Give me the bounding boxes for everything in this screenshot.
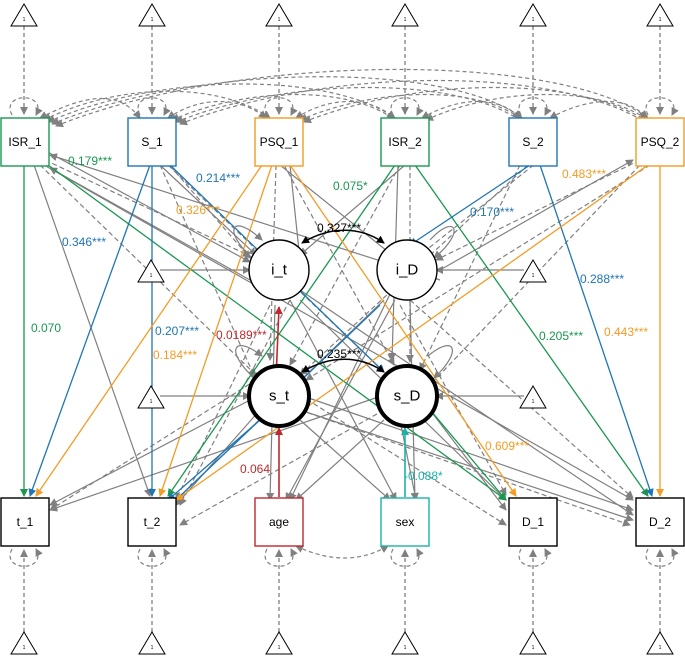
coef-s2-d2: 0.288*** (580, 272, 624, 286)
svg-text:S_2: S_2 (522, 135, 544, 149)
covariance-st-sd (301, 358, 385, 373)
node-sex: sex (380, 497, 430, 547)
coef-isr2-it: 0.075* (333, 179, 368, 193)
coef-s1-t2: 0.207*** (155, 324, 199, 338)
coef-sex-sd: -0.088* (404, 469, 443, 483)
triangle-top-1: 1 (10, 3, 38, 27)
intercept-edges-bottom (20, 549, 664, 632)
svg-text:1: 1 (23, 17, 26, 23)
coef-psq1-t2: 0.184*** (153, 348, 197, 362)
coef-psq1-it: 0.326*** (176, 203, 220, 217)
node-d1: D_1 (508, 497, 558, 547)
triangle-top-3: 1 (265, 3, 293, 27)
covariance-age-sex (295, 545, 389, 559)
svg-text:1: 1 (659, 17, 662, 23)
svg-text:PSQ_1: PSQ_1 (260, 135, 299, 149)
node-i-d: i_D (376, 239, 438, 301)
svg-text:PSQ_2: PSQ_2 (641, 135, 680, 149)
svg-text:1: 1 (532, 399, 535, 405)
triangle-bottom-3: 1 (265, 631, 293, 655)
triangle-bottom-5: 1 (519, 631, 547, 655)
node-t2: t_2 (127, 497, 177, 547)
triangle-mid-left-1: 1 (137, 259, 165, 283)
node-s-t: s_t (247, 364, 311, 428)
svg-text:s_D: s_D (394, 388, 421, 405)
node-age: age (254, 497, 304, 547)
svg-text:1: 1 (151, 645, 154, 651)
node-d2: D_2 (635, 497, 685, 547)
svg-text:1: 1 (150, 399, 153, 405)
svg-text:sex: sex (396, 515, 415, 529)
node-s-d: s_D (375, 364, 439, 428)
svg-text:1: 1 (532, 273, 535, 279)
triangle-top-4: 1 (391, 3, 419, 27)
triangle-bottom-1: 1 (10, 631, 38, 655)
svg-text:age: age (269, 515, 289, 529)
svg-text:1: 1 (23, 645, 26, 651)
covariance-it-id (301, 229, 385, 244)
svg-text:t_2: t_2 (144, 515, 161, 529)
latent-variance-loops (233, 225, 455, 379)
node-i-t: i_t (248, 239, 310, 301)
triangle-mid-left-2: 1 (137, 385, 165, 409)
coef-s1-it: 0.214*** (196, 171, 240, 185)
orange-paths (35, 164, 664, 501)
svg-text:1: 1 (278, 17, 281, 23)
coef-s2-id: 0.170*** (470, 205, 514, 219)
triangle-bottom-4: 1 (391, 631, 419, 655)
intercept-edges-top (20, 26, 664, 115)
triangle-mid-right-1: 1 (519, 259, 547, 283)
svg-text:s_t: s_t (269, 388, 290, 405)
svg-text:1: 1 (404, 17, 407, 23)
svg-text:t_1: t_1 (17, 515, 34, 529)
triangle-top-6: 1 (646, 3, 674, 27)
svg-text:1: 1 (532, 17, 535, 23)
triangle-bottom-6: 1 (646, 631, 674, 655)
gray-paths (33, 149, 634, 522)
svg-text:ISR_1: ISR_1 (8, 135, 42, 149)
coef-psq2-d1: 0.443*** (604, 325, 648, 339)
node-s2: S_2 (508, 117, 558, 167)
coef-isr1-it: 0.179*** (68, 154, 112, 168)
triangle-bottom-2: 1 (138, 631, 166, 655)
svg-text:i_t: i_t (271, 262, 288, 279)
node-psq2: PSQ_2 (635, 117, 685, 167)
svg-text:D_1: D_1 (522, 515, 544, 529)
coef-s1-t1: 0.346*** (62, 235, 106, 249)
coef-isr2-d2: 0.205*** (539, 329, 583, 343)
coef-st-sd: 0.235*** (317, 347, 361, 361)
svg-text:1: 1 (278, 645, 281, 651)
coef-age-st: 0.064 (240, 462, 270, 476)
svg-text:S_1: S_1 (141, 135, 163, 149)
triangle-top-2: 1 (138, 3, 166, 27)
node-isr2: ISR_2 (380, 117, 430, 167)
coef-psq2-d2: 0.483*** (562, 167, 606, 181)
svg-text:D_2: D_2 (649, 515, 671, 529)
triangle-top-5: 1 (519, 3, 547, 27)
green-paths (20, 161, 649, 501)
coef-isr1-t1: 0.070 (31, 321, 61, 335)
svg-text:1: 1 (151, 17, 154, 23)
svg-text:i_D: i_D (396, 262, 419, 279)
svg-text:1: 1 (404, 645, 407, 651)
coef-sd-d1: 0.609*** (485, 439, 529, 453)
svg-text:1: 1 (532, 645, 535, 651)
svg-text:1: 1 (659, 645, 662, 651)
node-s1: S_1 (127, 117, 177, 167)
node-isr1: ISR_1 (0, 117, 50, 167)
coef-age-it: 0.0189*** (216, 328, 267, 342)
svg-text:1: 1 (150, 273, 153, 279)
node-t1: t_1 (0, 497, 50, 547)
node-psq1: PSQ_1 (254, 117, 304, 167)
intercept-triangles: 1 1 1 1 1 1 1 1 1 1 1 1 1 1 1 1 (10, 3, 674, 655)
covariance-arcs-top (39, 68, 649, 128)
coef-it-id: 0.327*** (317, 221, 361, 235)
triangle-mid-right-2: 1 (519, 385, 547, 409)
svg-text:ISR_2: ISR_2 (388, 135, 422, 149)
coefficient-labels: 0.179*** 0.214*** 0.326*** 0.075* 0.327*… (31, 154, 648, 483)
